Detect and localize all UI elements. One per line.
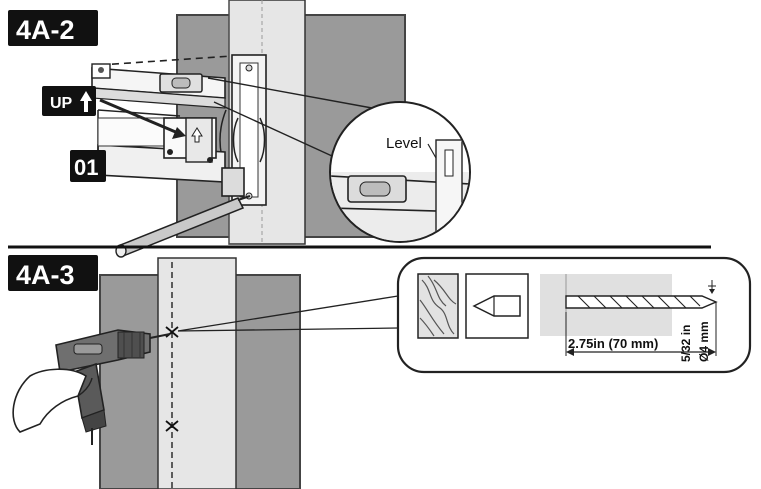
step-label-4a-3-bg	[8, 255, 98, 291]
callout-line-lower	[177, 327, 399, 332]
callout-line-upper	[177, 295, 399, 332]
drill-mark-lower	[165, 420, 179, 432]
drill-bit-icon	[465, 273, 529, 339]
diameter-label-imperial: 5/32 in	[679, 325, 693, 362]
level-label: Level	[386, 135, 422, 152]
bracket-number: 01	[74, 155, 98, 180]
pointer-line	[99, 98, 179, 135]
up-label: UP	[50, 95, 73, 112]
drill-detail-callout: 2.75in (70 mm) 5/32 in Ø4 mm	[396, 256, 752, 374]
pivot-knuckle	[221, 167, 245, 197]
stud-bottom	[157, 257, 237, 489]
center-bracket	[163, 117, 217, 163]
up-tag-bg	[42, 86, 96, 116]
bracket-number-bg	[70, 150, 106, 182]
bubble-level-icon	[159, 73, 203, 93]
step-label-4a-2-bg	[8, 10, 98, 46]
step-4a-3-panel: 2.75in (70 mm) 5/32 in Ø4 mm 4A-3	[8, 255, 752, 489]
wood-grain-icon	[417, 273, 459, 339]
arrow-up-icon	[80, 91, 92, 112]
diameter-label-metric: Ø4 mm	[697, 321, 711, 362]
drill-bit-long	[565, 295, 718, 309]
step-label-4a-2: 4A-2	[16, 15, 75, 45]
power-drill-icon	[12, 329, 171, 445]
step-4a-2-panel: Level 4A-2 UP 01	[8, 0, 471, 258]
step-label-4a-3: 4A-3	[16, 260, 75, 290]
depth-label: 2.75in (70 mm)	[568, 336, 658, 351]
wall-plate	[219, 54, 267, 206]
